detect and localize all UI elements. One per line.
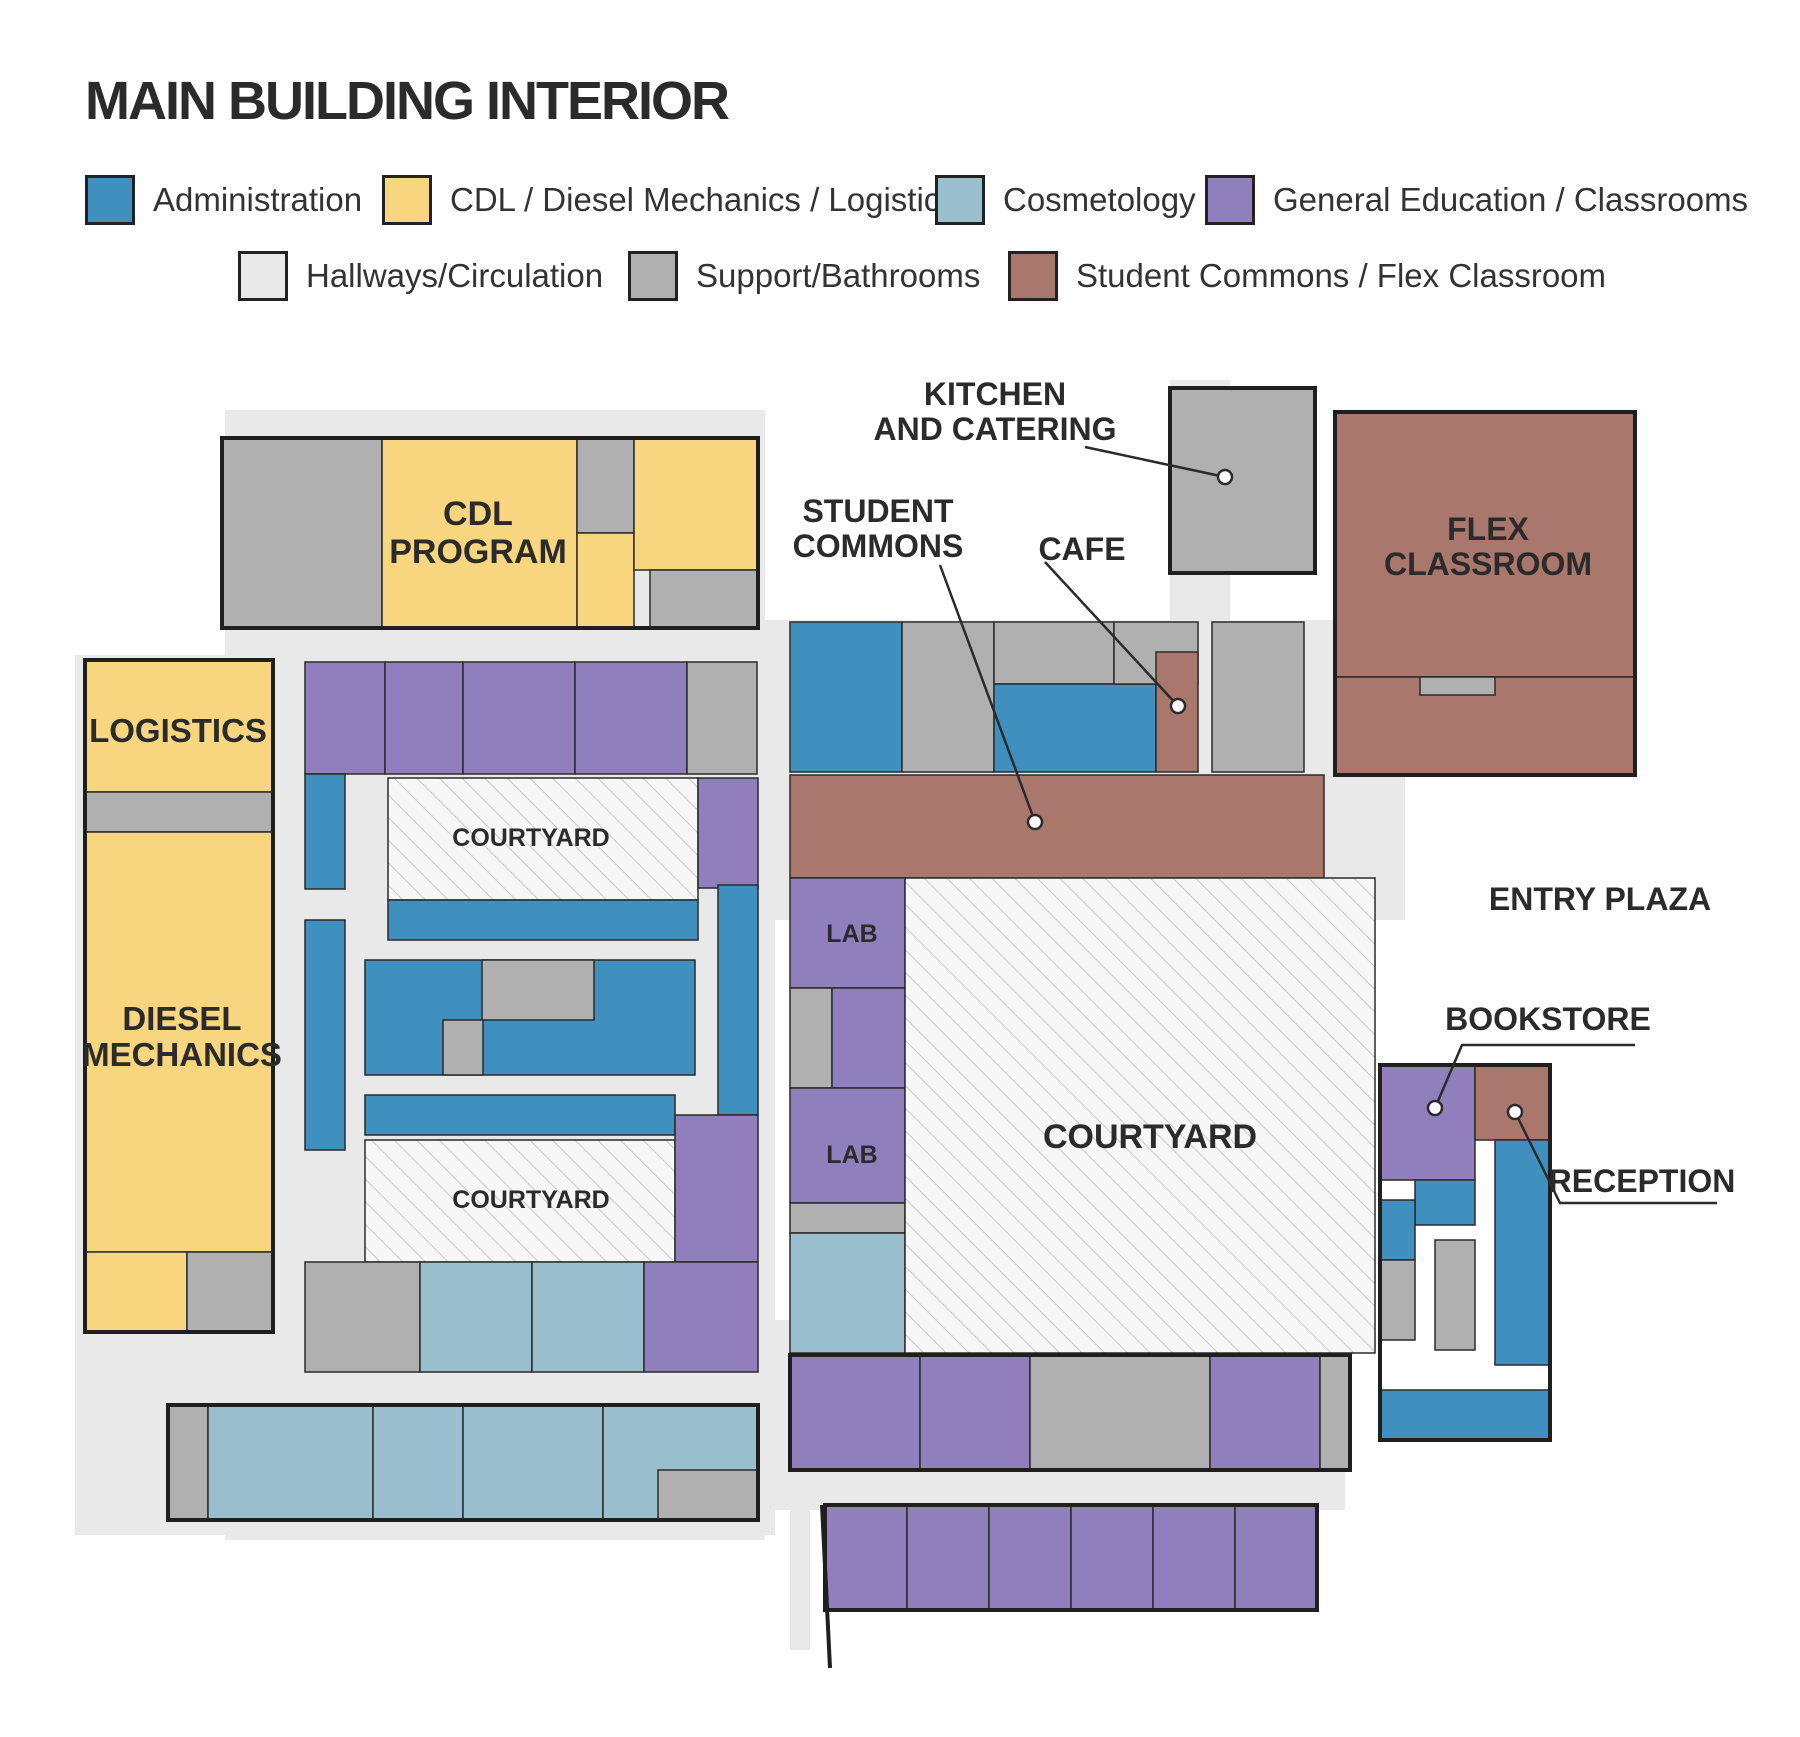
legend-swatch-cosmetology (935, 175, 985, 225)
legend-item-support: Support/Bathrooms (628, 248, 980, 304)
diesel-support (186, 1251, 274, 1333)
reception-room (1474, 1064, 1551, 1141)
lab-bottom-label: LAB (826, 1141, 877, 1169)
legend-item-hallways: Hallways/Circulation (238, 248, 603, 304)
cdl-shop (633, 437, 759, 571)
cafe-label: CAFE (1038, 531, 1125, 567)
legend-label: General Education / Classrooms (1273, 181, 1749, 218)
commons-marker (1026, 813, 1044, 831)
bookstore-label: BOOKSTORE (1445, 1001, 1651, 1037)
student-commons-room (789, 774, 1325, 879)
diesel-annex (84, 1251, 188, 1333)
student-services (993, 683, 1157, 773)
leader-lines (938, 445, 1717, 1205)
logistics-label: LOGISTICS (89, 712, 267, 749)
cdl-support-west (221, 437, 383, 629)
legend-swatch-general-education (1205, 175, 1255, 225)
cdl-program-room (381, 437, 578, 629)
bookstore-room (1379, 1064, 1476, 1181)
kitchen-label-line1: KITCHEN (924, 376, 1066, 412)
flex-classroom-room (1334, 411, 1636, 678)
kitchen-label-line2: AND CATERING (874, 411, 1117, 447)
kitchen-leader-line (1084, 445, 1226, 479)
logistics-room (84, 659, 274, 793)
servery (1211, 621, 1305, 773)
legend-item-general-education: General Education / Classrooms (1205, 172, 1748, 228)
logistics-support (84, 791, 274, 833)
west-wing (83, 436, 760, 1334)
flex-label-line1: FLEX (1447, 511, 1529, 547)
legend-label: Administration (153, 181, 363, 218)
admin-suite (789, 621, 903, 773)
markers (1026, 468, 1524, 1121)
cdl-office (576, 532, 635, 629)
bookstore-marker (1426, 1099, 1444, 1117)
reception-label: RECEPTION (1549, 1163, 1736, 1199)
legend-item-administration: Administration (85, 172, 362, 228)
legend-label: Cosmetology (1003, 181, 1196, 218)
courtyard-main-area (904, 877, 1376, 1354)
legend-swatch-cdl (382, 175, 432, 225)
commons-label-line1: STUDENT (802, 493, 954, 529)
legend-item-student-commons: Student Commons / Flex Classroom (1008, 248, 1606, 304)
diesel-label-line2: MECHANICS (82, 1036, 282, 1073)
reception-leader-line (1513, 1111, 1717, 1205)
central-west-block (166, 661, 760, 1522)
legend-label: Support/Bathrooms (696, 257, 981, 294)
reception-marker (1506, 1103, 1524, 1121)
cdl-support-mid (576, 437, 635, 534)
courtyard-main-label: COURTYARD (1043, 1118, 1257, 1156)
legend-swatch-administration (85, 175, 135, 225)
north-east-block (1168, 386, 1637, 777)
courtyard-bottom-area (364, 1139, 676, 1263)
bookstore-leader-line (1433, 1043, 1635, 1109)
legend-label: Hallways/Circulation (306, 257, 604, 294)
cafe-marker (1169, 697, 1187, 715)
kitchen-room (1169, 387, 1316, 574)
lab-bottom-room (789, 1087, 906, 1204)
cafe-leader-line (1044, 561, 1179, 707)
courtyard-top-area (387, 777, 699, 901)
courtyard-bottom-label: COURTYARD (452, 1186, 609, 1214)
flex-label-line2: CLASSROOM (1384, 546, 1592, 582)
south-east-block (1378, 1063, 1552, 1442)
map-labels: CDL PROGRAM LOGISTICS DIESEL MECHANICS C… (82, 376, 1735, 1214)
entry-plaza-label: ENTRY PLAZA (1489, 881, 1711, 917)
page-title: MAIN BUILDING INTERIOR (85, 71, 730, 131)
courtyard-top-label: COURTYARD (452, 824, 609, 852)
cdl-label-line2: PROGRAM (389, 533, 567, 571)
legend-swatch-student-commons (1008, 251, 1058, 301)
central-block (788, 621, 1376, 1669)
commons-label-line2: COMMONS (793, 528, 964, 564)
commons-leader-line (938, 564, 1037, 823)
kitchen-marker (1216, 468, 1234, 486)
legend-item-cdl: CDL / Diesel Mechanics / Logistics (382, 172, 957, 228)
legend-label: CDL / Diesel Mechanics / Logistics (450, 181, 957, 218)
cdl-restrooms (649, 569, 759, 629)
legend-item-cosmetology: Cosmetology (935, 172, 1196, 228)
diesel-label-line1: DIESEL (122, 1000, 241, 1037)
diesel-mechanics-room (84, 831, 274, 1253)
legend-swatch-hallways (238, 251, 288, 301)
legend-label: Student Commons / Flex Classroom (1076, 257, 1607, 294)
lab-top-label: LAB (826, 920, 877, 948)
cdl-label-line1: CDL (443, 495, 513, 533)
legend-swatch-support (628, 251, 678, 301)
